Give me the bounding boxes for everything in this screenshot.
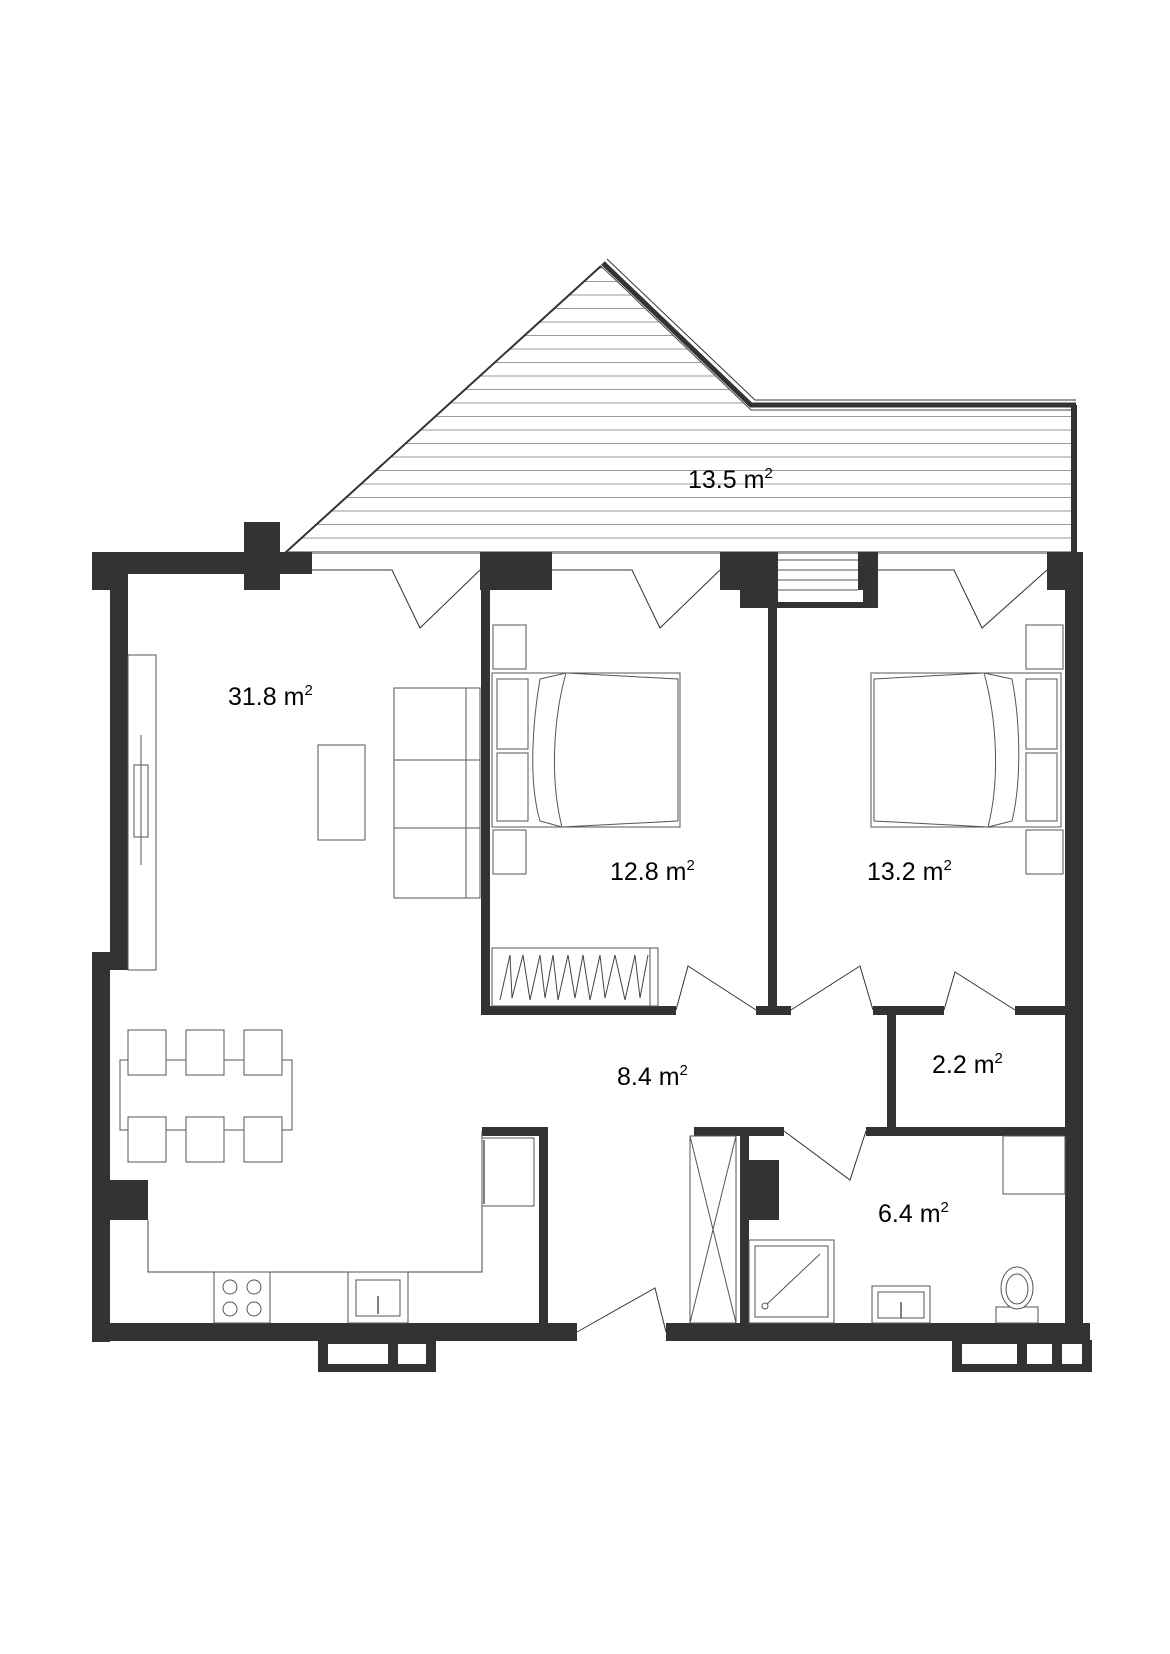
nightstand (492, 624, 527, 670)
fridge (481, 1137, 535, 1207)
area-label-bedroom-1: 12.8 m2 (610, 857, 695, 886)
wall-corner-ne (1047, 552, 1083, 590)
terrace-outline (283, 265, 1076, 554)
sofa (393, 687, 481, 899)
toilet (995, 1266, 1039, 1324)
balcony-step-lines (778, 559, 858, 591)
door-storage (943, 971, 1016, 1011)
terrace-diagonal-edge (284, 265, 602, 554)
wall-bedroom2-bottom-right (1015, 1006, 1070, 1015)
area-label-living: 31.8 m2 (228, 682, 313, 711)
window-bottom-left (318, 1340, 436, 1372)
burner (246, 1301, 262, 1317)
wall-bottom-right (666, 1323, 1090, 1341)
bed (491, 672, 681, 828)
bathroom-fixtures (748, 1135, 1066, 1324)
door-bathroom (783, 1130, 867, 1181)
openings (312, 559, 1048, 1333)
wall-bathroom-top (694, 1127, 784, 1136)
wall-left-pillar (110, 1180, 148, 1220)
shower-drain (761, 1302, 769, 1310)
wall-bottom-left (92, 1323, 577, 1341)
door-bedroom2-balcony (878, 569, 1048, 629)
burner (222, 1301, 238, 1317)
nightstand (1025, 829, 1064, 875)
wall-kitchen-top (482, 1127, 548, 1136)
wall-bathroom-pillar (749, 1160, 779, 1220)
wall-pillar-4b (863, 552, 878, 608)
wardrobe (491, 947, 659, 1007)
wall-storage-bottom (866, 1127, 1071, 1136)
wall-storage-left (887, 1006, 896, 1136)
cooktop (213, 1271, 271, 1324)
area-labels: 13.5 m2 31.8 m2 12.8 m2 13.2 m2 8.4 m2 2… (228, 465, 1003, 1228)
chair (185, 1116, 225, 1163)
shower-drain-line (764, 1253, 821, 1307)
wall-left-step (92, 952, 128, 970)
window-bottom-right (952, 1340, 1092, 1372)
area-label-bathroom: 6.4 m2 (878, 1199, 949, 1228)
living-room-furniture (127, 654, 481, 971)
nightstand (1025, 624, 1064, 670)
wall-pillar-1 (244, 522, 280, 590)
door-bedroom2 (790, 965, 874, 1011)
area-label-hallway: 8.4 m2 (617, 1062, 688, 1091)
wall-bedroom1-left (481, 575, 490, 1015)
bedroom-2-furniture (870, 624, 1064, 875)
bathroom-cabinet (1002, 1135, 1066, 1195)
nightstand (492, 829, 527, 875)
terrace-railing-outer (606, 258, 1076, 401)
bed (870, 672, 1062, 828)
wall-bedrooms-divider (768, 575, 777, 1015)
hallway-closet (689, 1135, 737, 1324)
bedroom-1-furniture (491, 624, 681, 1007)
chair (243, 1116, 283, 1163)
burner (222, 1279, 238, 1295)
chair (127, 1116, 167, 1163)
door-bedroom1 (675, 965, 757, 1011)
burner (246, 1279, 262, 1295)
door-living-balcony (312, 569, 481, 629)
walls (92, 522, 1092, 1372)
terrace-side-wall (1071, 405, 1077, 553)
area-label-storage: 2.2 m2 (932, 1050, 1003, 1079)
coffee-table (317, 744, 366, 841)
wall-left-upper (110, 575, 128, 965)
kitchen (147, 1131, 535, 1324)
chair (127, 1029, 167, 1076)
chair (185, 1029, 225, 1076)
chair (243, 1029, 283, 1076)
wall-bathroom-left (740, 1127, 749, 1332)
terrace-railing (601, 261, 1076, 408)
wall-bedroom2-bottom (873, 1006, 944, 1015)
wall-left-lower (92, 952, 110, 1342)
wall-balcony-step (778, 602, 863, 608)
door-bedroom1-balcony (552, 569, 721, 629)
wall-pillar-2 (480, 552, 552, 590)
area-label-bedroom-2: 13.2 m2 (867, 857, 952, 886)
wall-kitchen-right (539, 1127, 548, 1332)
wall-right (1065, 552, 1083, 1342)
dining-table (119, 1029, 293, 1163)
wall-bedroom1-bottom (481, 1006, 676, 1015)
door-entrance (576, 1287, 667, 1333)
terrace (283, 258, 1077, 554)
area-label-terrace: 13.5 m2 (688, 465, 773, 494)
